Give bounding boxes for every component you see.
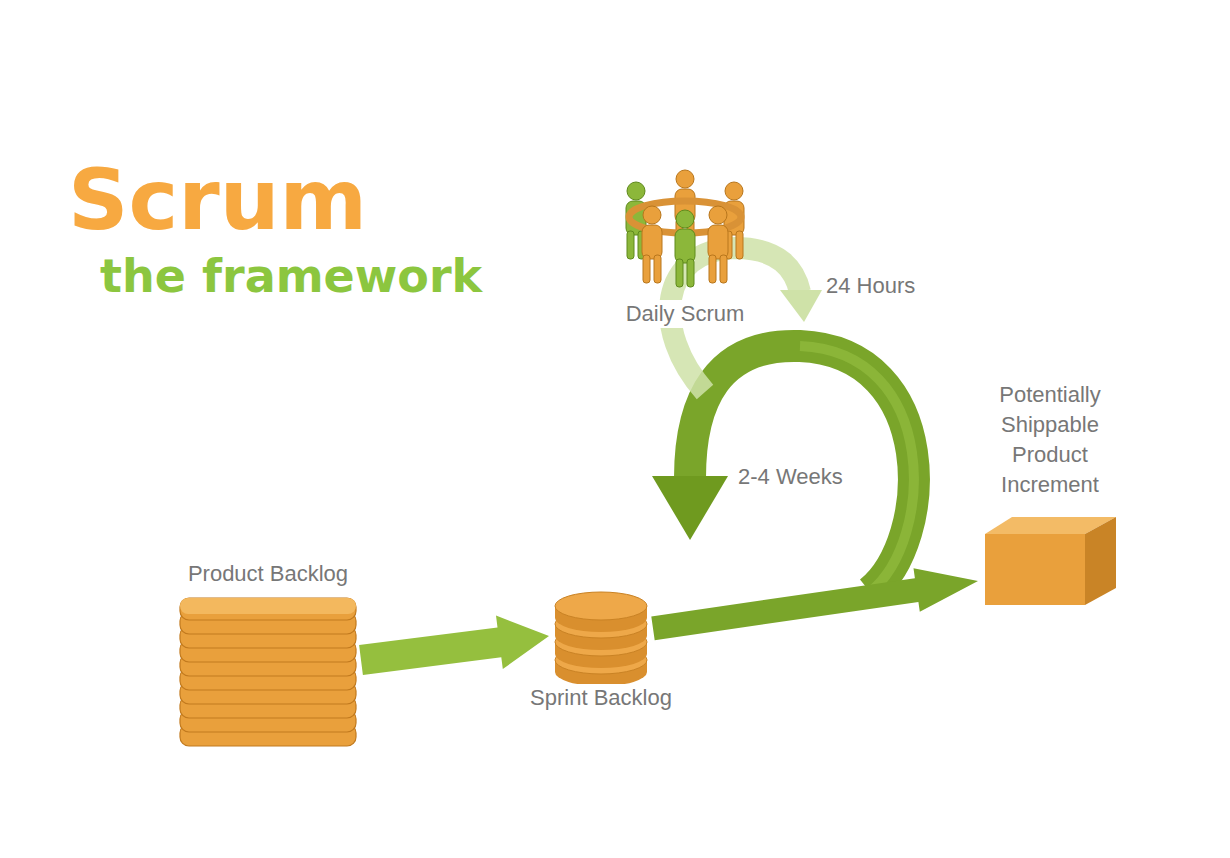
- flow-arrow: [651, 568, 978, 640]
- sprint-loop: [690, 346, 914, 592]
- sprint-loop-head: [652, 476, 728, 540]
- artifact-node: Potentially Shippable Product Increment: [980, 380, 1120, 608]
- daily-loop-head: [780, 290, 822, 322]
- event-node: Daily Scrum: [600, 165, 770, 328]
- flow-arrow: [359, 616, 549, 675]
- artifact-node: Product Backlog: [172, 560, 364, 748]
- duration-label: 2-4 Weeks: [738, 463, 843, 491]
- duration-label: 24 Hours: [826, 272, 915, 300]
- node-label: Daily Scrum: [623, 300, 748, 328]
- node-label: Product Backlog: [172, 560, 364, 588]
- title: Scrum: [68, 150, 367, 250]
- subtitle: the framework: [100, 248, 482, 304]
- artifact-node: Sprint Backlog: [508, 588, 694, 712]
- node-label: Sprint Backlog: [508, 684, 694, 712]
- node-label: Potentially Shippable Product Increment: [980, 380, 1120, 500]
- backlog-stack: [177, 588, 359, 748]
- sprint-backlog-coins: [551, 588, 651, 684]
- increment-box: [980, 512, 1120, 608]
- team-figures: [600, 165, 770, 300]
